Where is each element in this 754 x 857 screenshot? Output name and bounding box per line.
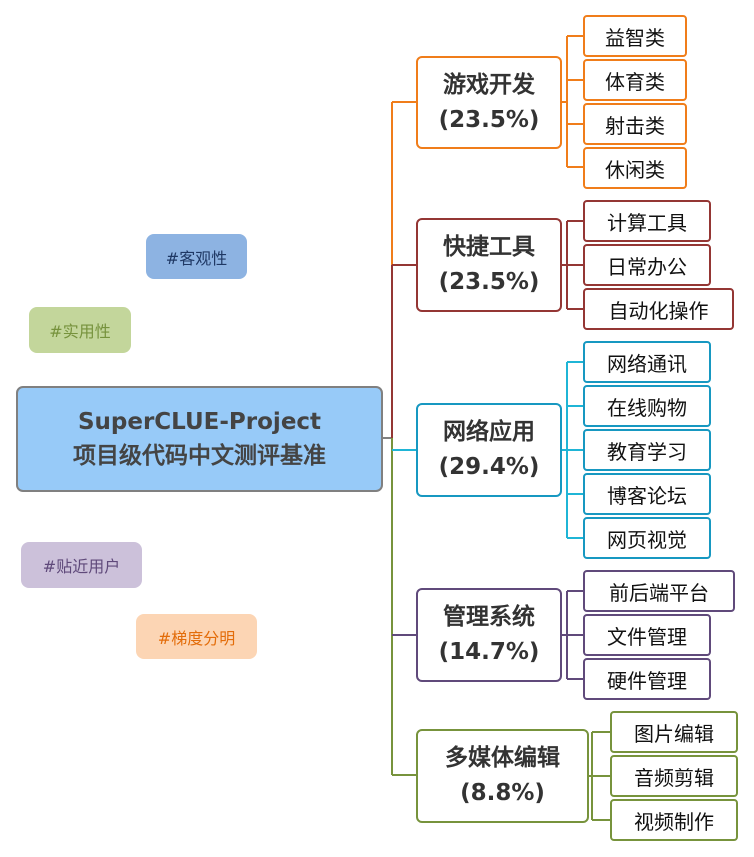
leaf-network-communication[interactable]: 网络通讯 [583, 341, 711, 383]
category-quick-tools[interactable]: 快捷工具 (23.5%) [416, 218, 562, 312]
leaf-web-visual[interactable]: 网页视觉 [583, 517, 711, 559]
leaf-label: 日常办公 [607, 254, 687, 279]
leaf-label: 计算工具 [607, 210, 687, 235]
tag-label: #客观性 [165, 248, 228, 268]
category-game-dev[interactable]: 游戏开发 (23.5%) [416, 56, 562, 149]
leaf-label: 图片编辑 [634, 721, 714, 746]
tag-objectivity: #客观性 [146, 234, 247, 279]
media-children-connectors [588, 731, 610, 821]
category-percent: (23.5%) [438, 269, 540, 295]
category-percent: (14.7%) [438, 639, 540, 665]
leaf-label: 益智类 [605, 25, 665, 50]
games-children-connectors [561, 35, 583, 168]
category-percent: (29.4%) [438, 454, 540, 480]
leaf-label: 自动化操作 [608, 298, 709, 323]
leaf-puzzle[interactable]: 益智类 [583, 15, 687, 57]
category-percent: (23.5%) [438, 106, 540, 133]
tools-children-connectors [561, 220, 583, 310]
leaf-label: 教育学习 [607, 439, 687, 464]
leaf-video-production[interactable]: 视频制作 [610, 799, 738, 841]
tag-practicality: #实用性 [29, 307, 131, 353]
category-web-apps[interactable]: 网络应用 (29.4%) [416, 403, 562, 497]
leaf-blog-forum[interactable]: 博客论坛 [583, 473, 711, 515]
leaf-file-management[interactable]: 文件管理 [583, 614, 711, 656]
tag-label: #贴近用户 [42, 557, 121, 576]
leaf-label: 前后端平台 [609, 580, 709, 605]
category-name: 多媒体编辑 [445, 745, 560, 771]
leaf-casual[interactable]: 休闲类 [583, 147, 687, 189]
category-name: 网络应用 [443, 419, 535, 445]
leaf-label: 视频制作 [634, 809, 714, 834]
leaf-education[interactable]: 教育学习 [583, 429, 711, 471]
tag-graded-difficulty: #梯度分明 [136, 614, 257, 659]
leaf-label: 休闲类 [605, 157, 665, 182]
web-children-connectors [561, 361, 583, 539]
leaf-hardware-management[interactable]: 硬件管理 [583, 658, 711, 700]
leaf-daily-office[interactable]: 日常办公 [583, 244, 711, 286]
leaf-sports[interactable]: 体育类 [583, 59, 687, 101]
leaf-automation[interactable]: 自动化操作 [583, 288, 734, 330]
leaf-label: 音频剪辑 [634, 765, 714, 790]
category-management-systems[interactable]: 管理系统 (14.7%) [416, 588, 562, 682]
category-name: 管理系统 [443, 604, 535, 630]
category-percent: (8.8%) [460, 780, 545, 806]
category-name: 快捷工具 [443, 234, 535, 260]
leaf-label: 在线购物 [607, 395, 687, 420]
leaf-audio-editing[interactable]: 音频剪辑 [610, 755, 738, 797]
leaf-label: 博客论坛 [607, 483, 687, 508]
leaf-online-shopping[interactable]: 在线购物 [583, 385, 711, 427]
root-title-en: SuperCLUE-Project [77, 409, 322, 435]
leaf-label: 体育类 [605, 69, 665, 94]
tag-user-relevance: #贴近用户 [21, 542, 142, 588]
leaf-label: 文件管理 [607, 624, 687, 649]
category-name: 游戏开发 [443, 71, 535, 98]
leaf-frontend-backend[interactable]: 前后端平台 [583, 570, 735, 612]
category-multimedia-editing[interactable]: 多媒体编辑 (8.8%) [416, 729, 589, 823]
leaf-label: 硬件管理 [607, 668, 687, 693]
leaf-label: 网络通讯 [607, 351, 687, 376]
leaf-label: 网页视觉 [607, 527, 687, 552]
root-title-zh: 项目级代码中文测评基准 [73, 443, 326, 469]
tag-label: #实用性 [49, 322, 111, 341]
tag-label: #梯度分明 [157, 628, 236, 648]
leaf-image-editing[interactable]: 图片编辑 [610, 711, 738, 753]
root-node[interactable]: SuperCLUE-Project 项目级代码中文测评基准 [16, 386, 383, 492]
mgmt-children-connectors [561, 590, 583, 680]
leaf-label: 射击类 [605, 113, 665, 138]
leaf-shooting[interactable]: 射击类 [583, 103, 687, 145]
leaf-calculation-tools[interactable]: 计算工具 [583, 200, 711, 242]
